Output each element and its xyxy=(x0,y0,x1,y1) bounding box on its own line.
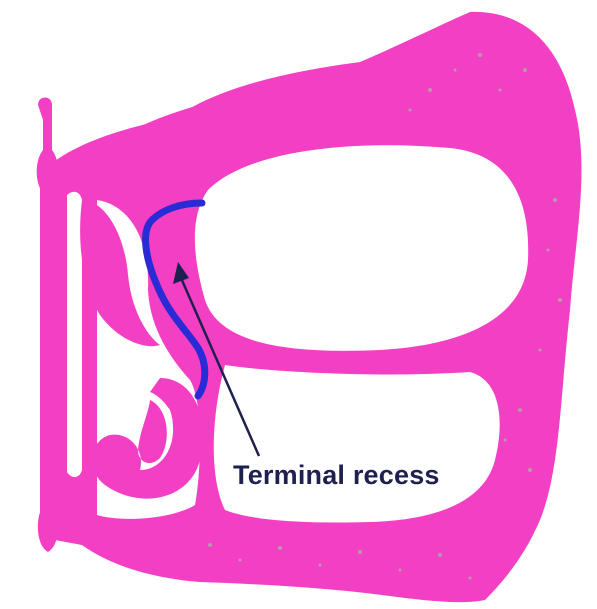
terminal-recess-label: Terminal recess xyxy=(233,460,440,491)
uncinate-process xyxy=(92,378,202,499)
